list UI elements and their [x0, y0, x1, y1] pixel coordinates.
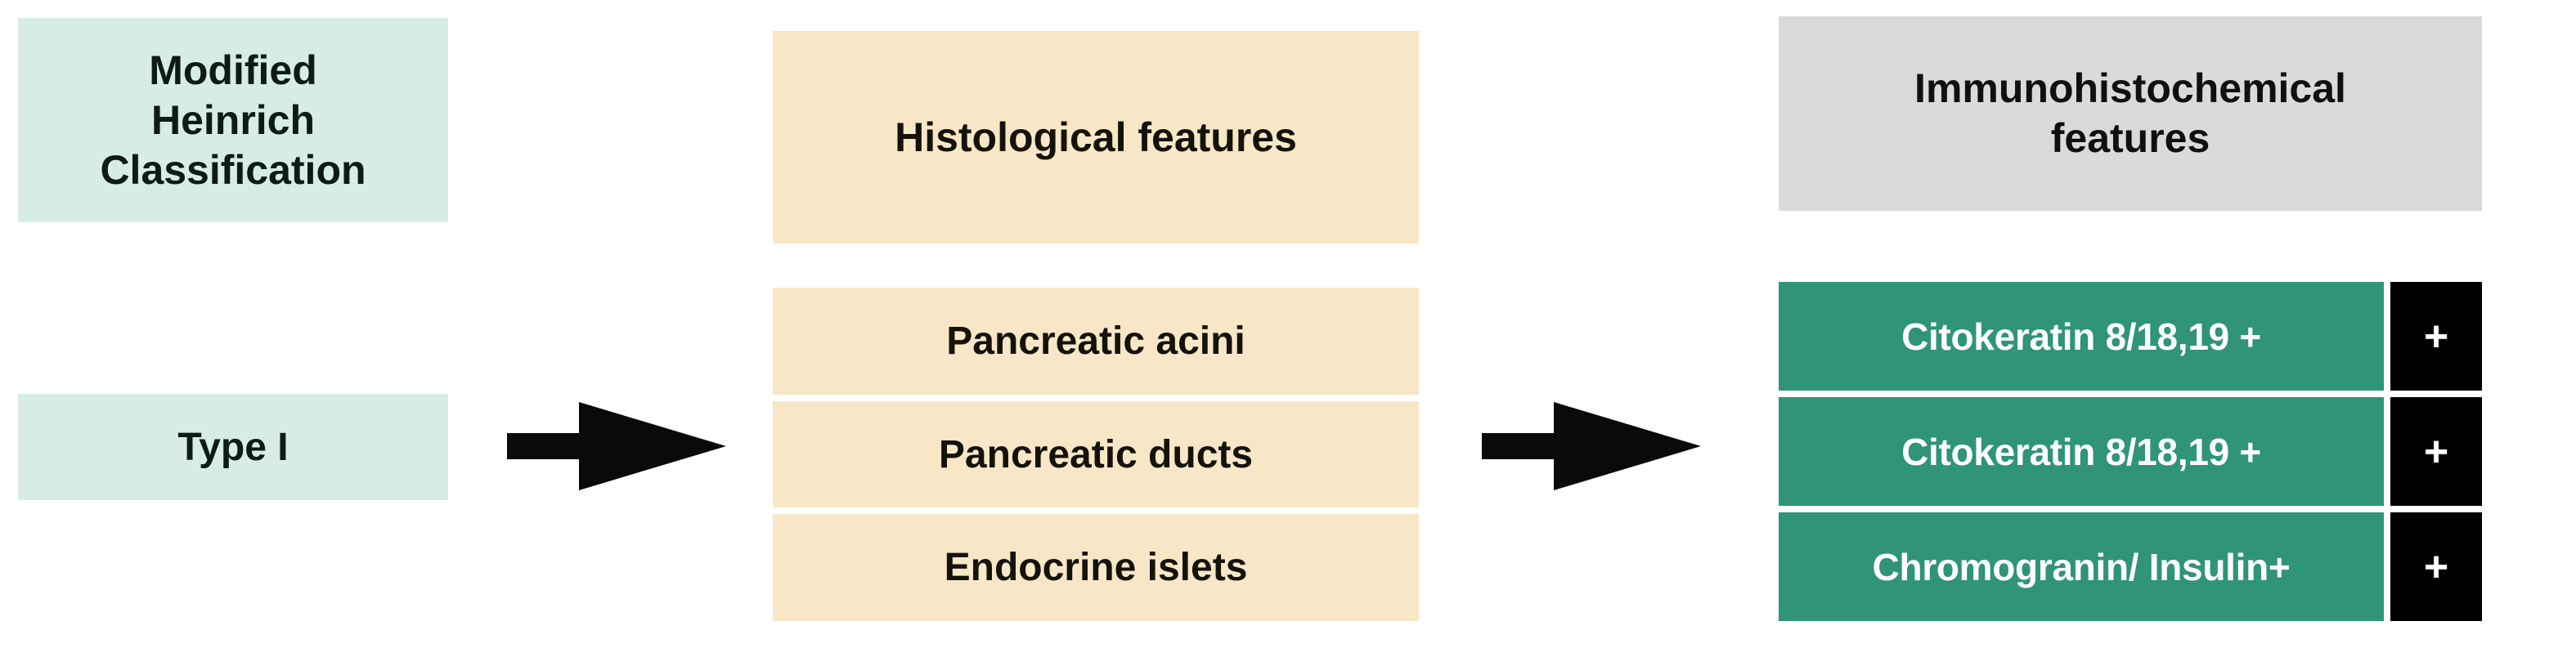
classification-header-line-3: Classification — [100, 146, 366, 193]
classification-header-line-2: Heinrich — [150, 96, 316, 143]
immunohistochemical-header: Immunohistochemical features — [1779, 16, 2482, 211]
immunohistochemical-header-line-1: Immunohistochemical — [1914, 65, 2346, 111]
classification-header: Modified Heinrich Classification — [18, 18, 448, 222]
histological-header: Histological features — [773, 31, 1419, 244]
immunohistochemical-row-list: Citokeratin 8/18,19 + + Citokeratin 8/18… — [1779, 282, 2482, 621]
immunohistochemical-header-line-2: features — [2050, 115, 2210, 161]
classification-row-type-i: Type I — [18, 394, 448, 500]
classification-row-label: Type I — [177, 425, 289, 469]
histological-row: Pancreatic acini — [773, 288, 1419, 395]
histological-row-label: Pancreatic acini — [946, 319, 1245, 363]
histological-row: Endocrine islets — [773, 514, 1419, 622]
histological-row: Pancreatic ducts — [773, 400, 1419, 508]
histological-row-label: Pancreatic ducts — [938, 432, 1254, 476]
immunohistochemical-row-marker: + — [2390, 397, 2482, 506]
immunohistochemical-row-marker: + — [2390, 512, 2482, 621]
histological-header-label: Histological features — [895, 114, 1297, 160]
immunohistochemical-row-marker: + — [2390, 282, 2482, 391]
histological-row-list: Pancreatic acini Pancreatic ducts Endocr… — [773, 288, 1419, 622]
immunohistochemical-row: Citokeratin 8/18,19 + + — [1779, 282, 2482, 391]
immunohistochemical-row: Citokeratin 8/18,19 + + — [1779, 397, 2482, 506]
classification-header-line-1: Modified — [149, 47, 317, 93]
histological-row-label: Endocrine islets — [944, 546, 1248, 590]
arrow-right-icon — [1482, 400, 1703, 492]
arrow-right-icon — [507, 400, 728, 492]
immunohistochemical-row-label: Chromogranin/ Insulin+ — [1779, 512, 2384, 621]
immunohistochemical-row: Chromogranin/ Insulin+ + — [1779, 512, 2482, 621]
immunohistochemical-row-label: Citokeratin 8/18,19 + — [1779, 397, 2384, 506]
immunohistochemical-row-label: Citokeratin 8/18,19 + — [1779, 282, 2384, 391]
